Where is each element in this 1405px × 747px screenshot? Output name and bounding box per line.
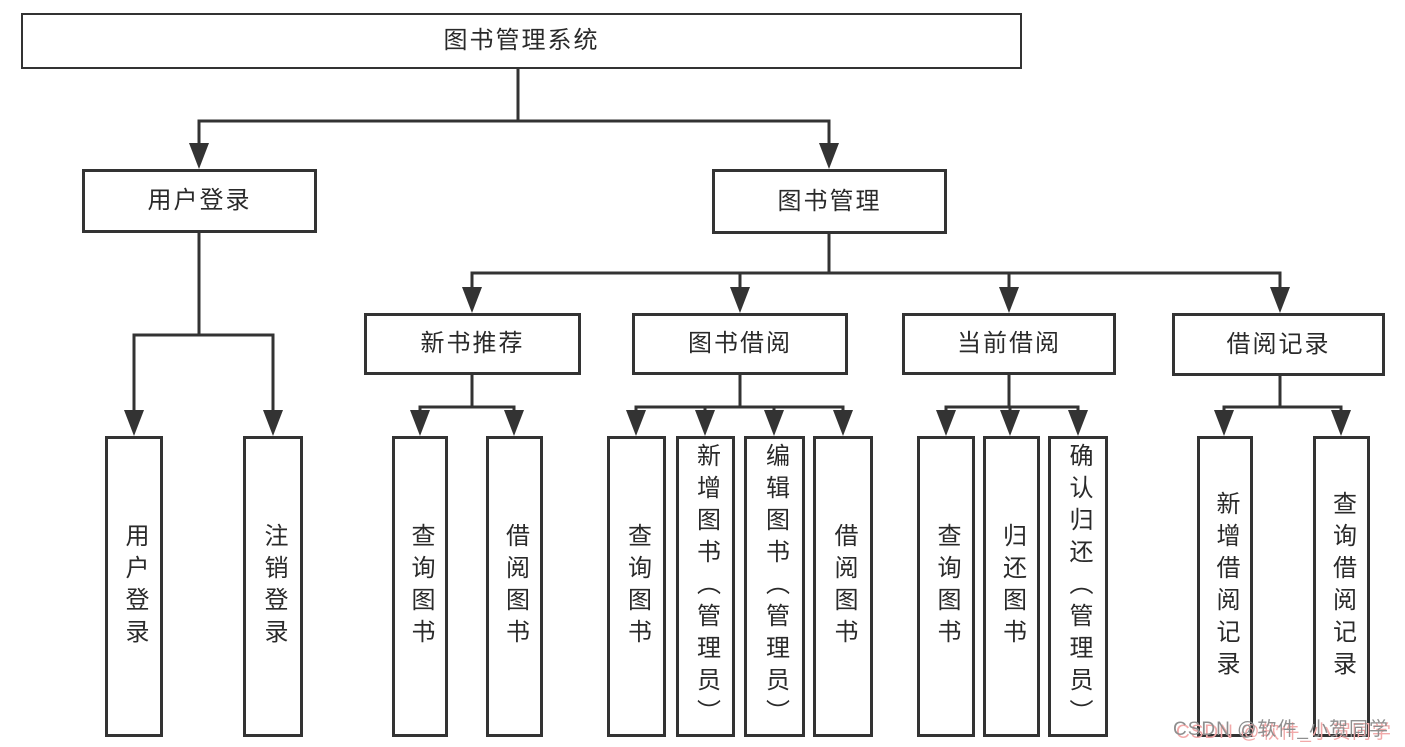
node-label: 查询图书 (623, 522, 651, 651)
leaf-query-books-recommend: 查询图书 (392, 436, 448, 737)
leaf-borrow-books: 借阅图书 (813, 436, 873, 737)
node-label: 确认归还（管理员） (1065, 442, 1092, 731)
node-label: 注销登录 (260, 522, 287, 651)
node-label: 借阅记录 (1226, 330, 1331, 358)
node-label: 借阅图书 (501, 522, 529, 651)
node-new-book-recommend: 新书推荐 (364, 313, 581, 375)
leaf-user-login: 用户登录 (105, 436, 163, 737)
node-label: 图书借阅 (688, 330, 792, 357)
node-label: 图书管理 (777, 187, 882, 215)
node-label: 借阅图书 (830, 522, 857, 651)
leaf-add-borrow-record: 新增借阅记录 (1197, 436, 1253, 737)
node-book-management: 图书管理 (712, 169, 947, 234)
leaf-borrow-books-recommend: 借阅图书 (486, 436, 543, 737)
leaf-edit-book-admin: 编辑图书（管理员） (744, 436, 805, 737)
node-user-login: 用户登录 (82, 169, 317, 233)
node-current-borrowing: 当前借阅 (902, 313, 1116, 375)
node-label: 图书管理系统 (443, 27, 600, 54)
leaf-query-borrow-record: 查询借阅记录 (1313, 436, 1370, 737)
leaf-add-book-admin: 新增图书（管理员） (676, 436, 735, 737)
node-label: 用户登录 (121, 522, 148, 651)
node-label: 查询图书 (933, 522, 960, 651)
node-label: 用户登录 (147, 187, 252, 214)
leaf-return-books: 归还图书 (983, 436, 1040, 737)
node-book-borrowing: 图书借阅 (632, 313, 848, 375)
csdn-watermark: CSDN @软件_小贺同学 (1173, 719, 1389, 740)
leaf-query-books-current: 查询图书 (917, 436, 975, 737)
node-label: 新书推荐 (420, 330, 525, 357)
node-label: 查询借阅记录 (1328, 490, 1356, 683)
node-label: 归还图书 (998, 522, 1026, 651)
node-label: 查询图书 (407, 522, 434, 651)
node-label: 新增借阅记录 (1212, 490, 1239, 683)
node-label: 编辑图书（管理员） (761, 442, 789, 731)
node-borrowing-records: 借阅记录 (1172, 313, 1385, 376)
leaf-confirm-return-admin: 确认归还（管理员） (1048, 436, 1108, 737)
node-label: 新增图书（管理员） (692, 442, 720, 731)
node-label: 当前借阅 (957, 330, 1061, 357)
leaf-logout: 注销登录 (243, 436, 303, 737)
leaf-query-books-borrow: 查询图书 (607, 436, 666, 737)
node-library-management-system: 图书管理系统 (21, 13, 1022, 69)
